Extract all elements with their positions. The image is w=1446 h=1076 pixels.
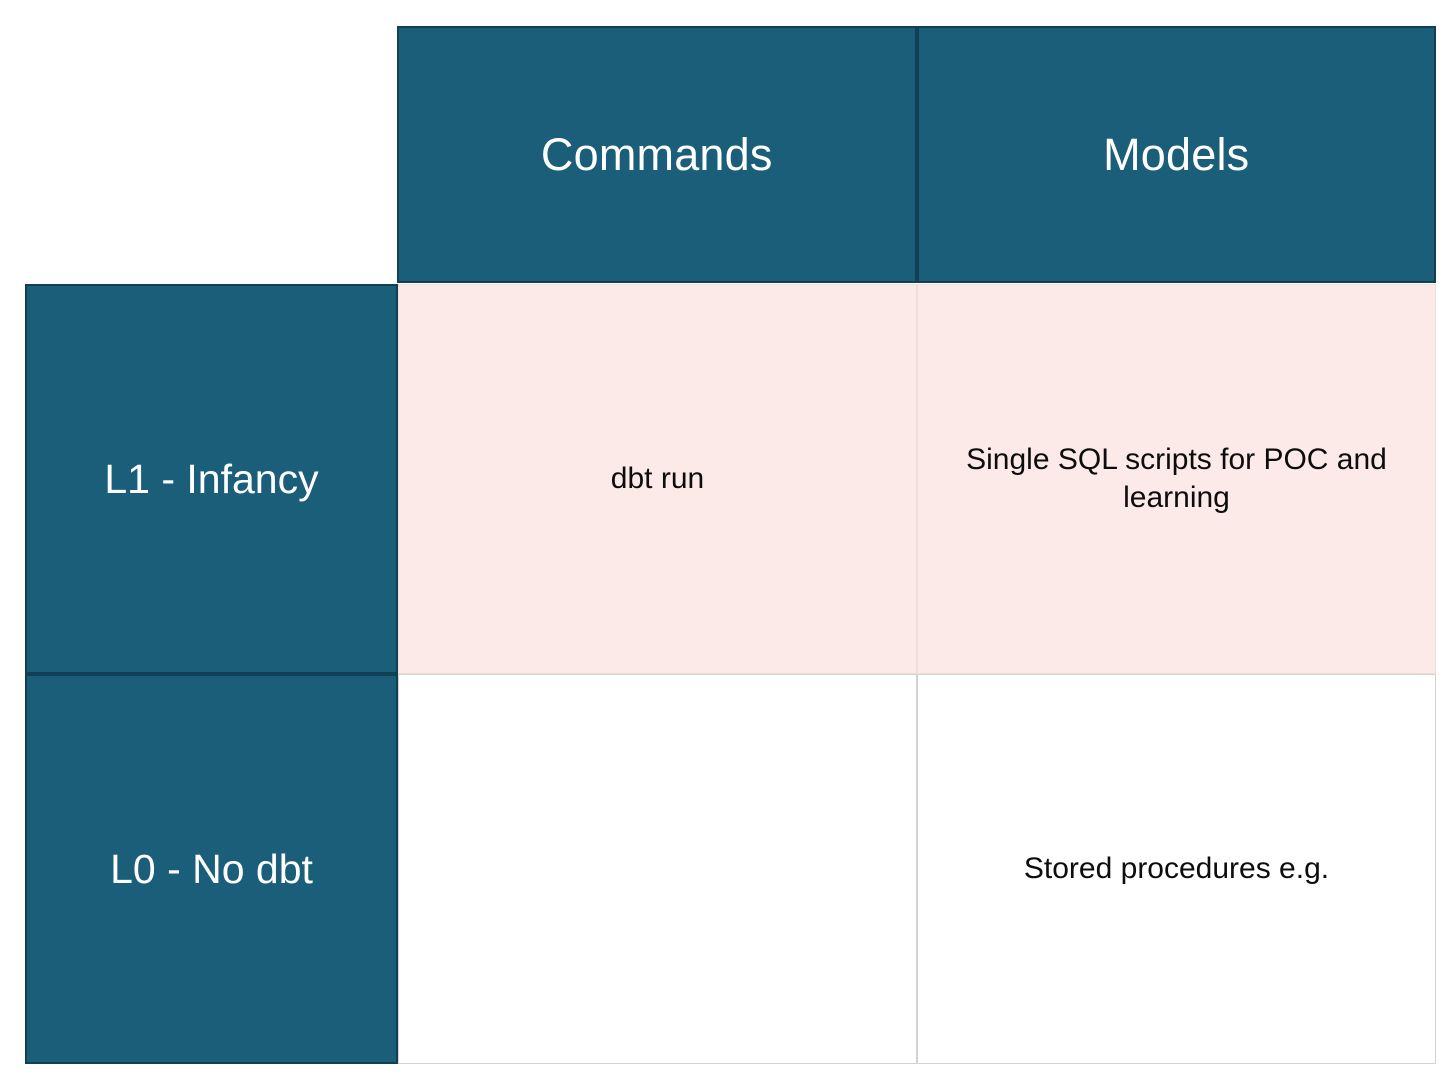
column-header-row: Commands Models xyxy=(397,26,1436,283)
matrix-body: dbt run Single SQL scripts for POC and l… xyxy=(398,284,1436,1064)
cell-l1-commands[interactable]: dbt run xyxy=(398,284,917,674)
cell-l1-commands-text: dbt run xyxy=(610,461,705,495)
column-header-models[interactable]: Models xyxy=(916,26,1436,283)
cell-l0-models[interactable]: Stored procedures e.g. xyxy=(917,674,1436,1064)
column-header-commands[interactable]: Commands xyxy=(397,26,917,283)
row-header-l1-infancy[interactable]: L1 - Infancy xyxy=(25,284,398,674)
cell-l1-models[interactable]: Single SQL scripts for POC and learning xyxy=(917,284,1436,674)
row-header-column: L1 - Infancy L0 - No dbt xyxy=(25,284,398,1064)
table-row: Stored procedures e.g. xyxy=(398,674,1436,1064)
cell-l0-models-text: Stored procedures e.g. xyxy=(1023,851,1330,885)
cell-l1-models-text: Single SQL scripts for POC and learning xyxy=(966,442,1387,514)
cell-l0-commands[interactable] xyxy=(398,674,917,1064)
row-header-l0-no-dbt[interactable]: L0 - No dbt xyxy=(25,674,398,1064)
table-row: dbt run Single SQL scripts for POC and l… xyxy=(398,284,1436,674)
